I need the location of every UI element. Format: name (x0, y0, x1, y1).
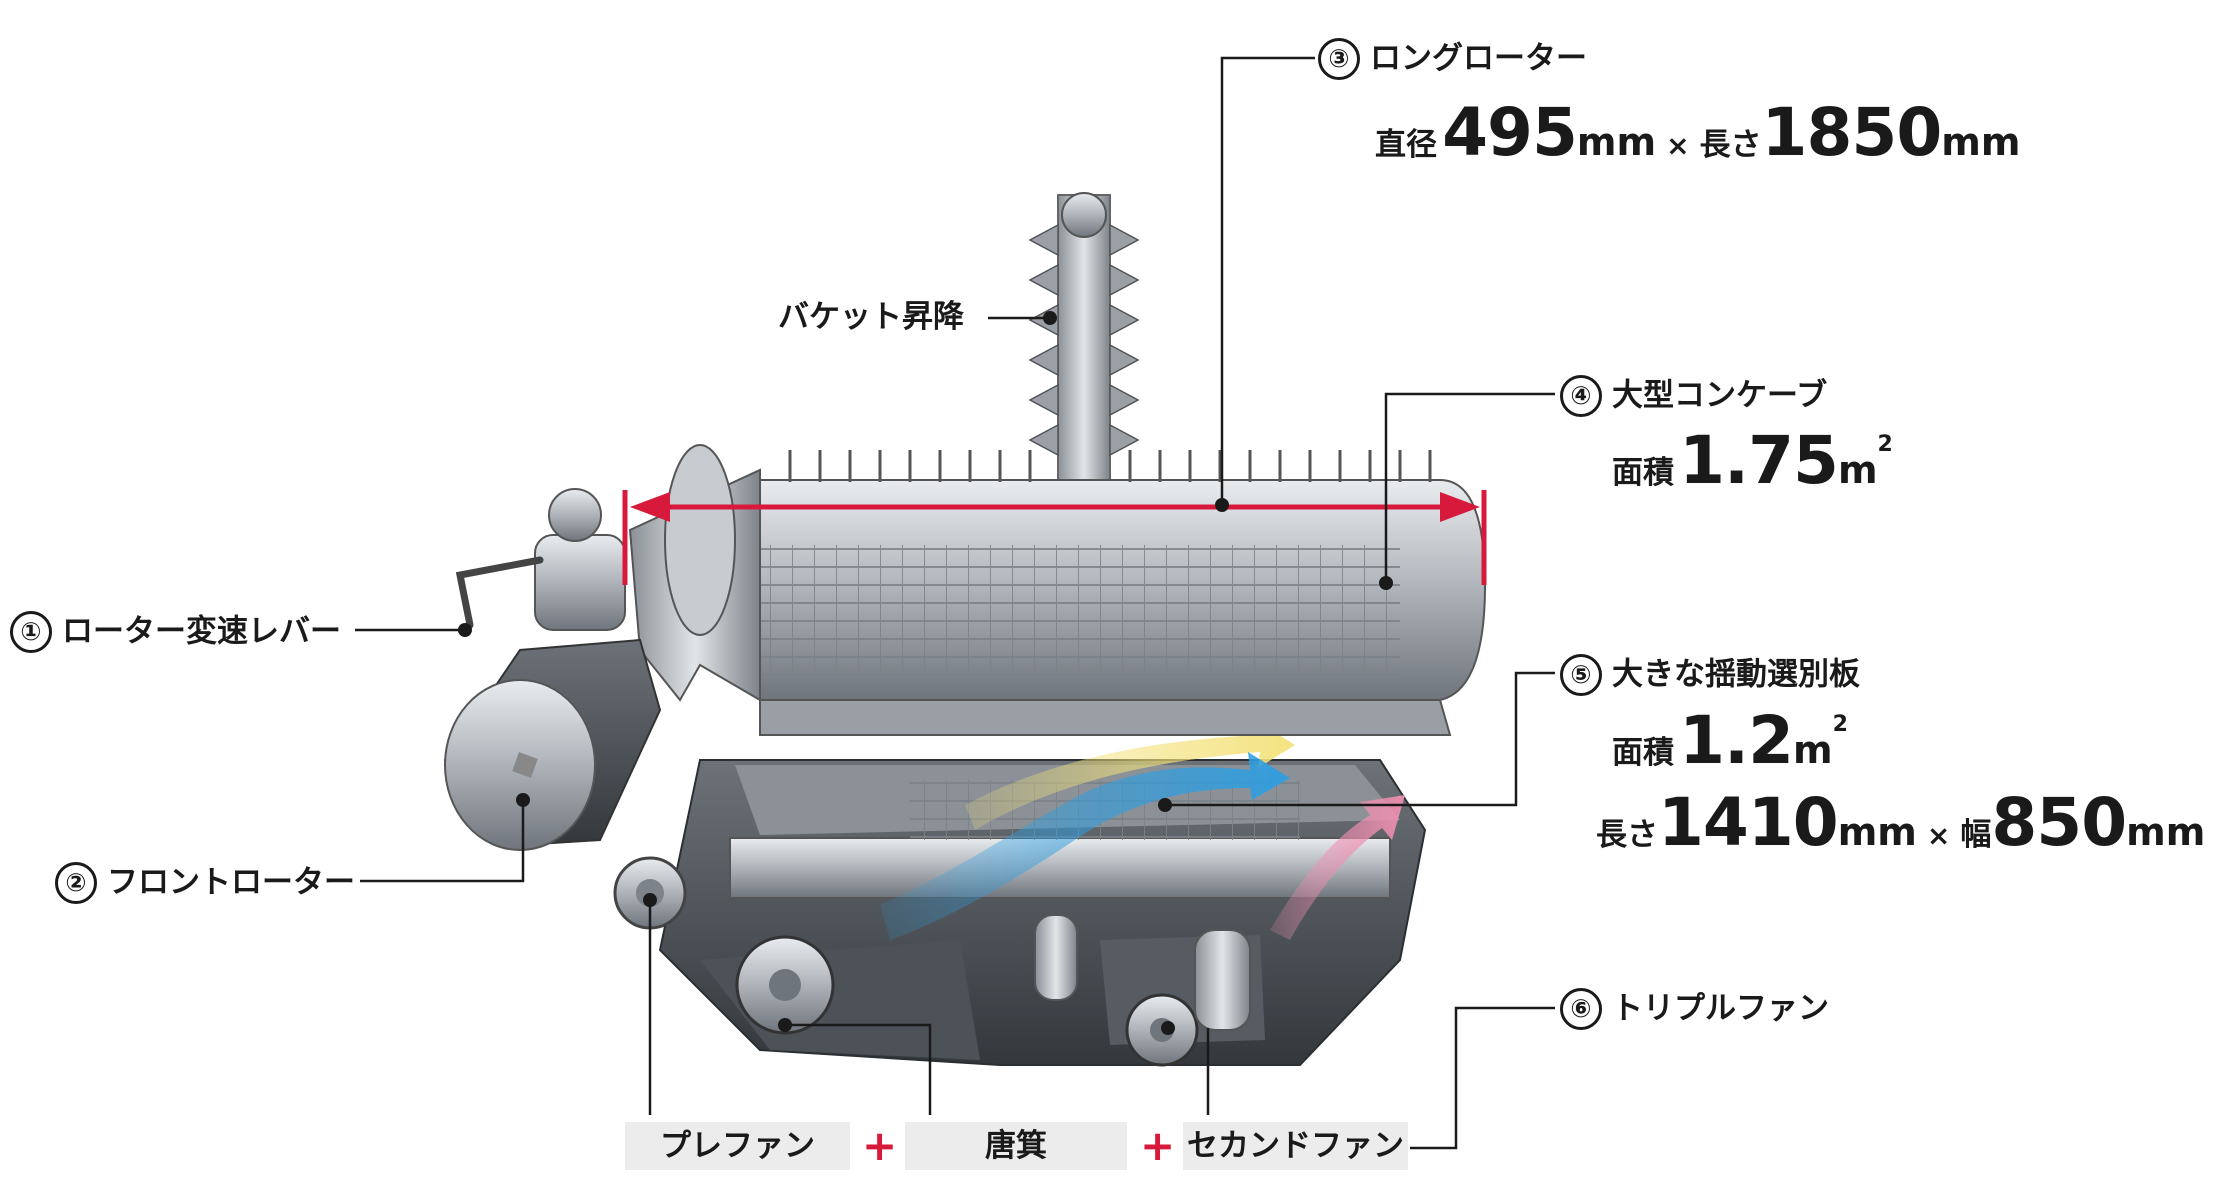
label-number: ⑥ (1560, 988, 1602, 1030)
spec-times: × (1926, 819, 1951, 852)
spec-sieve-area: 面積 1.2m2 (1612, 708, 1848, 774)
plus-sign: + (1140, 1121, 1176, 1170)
spec-area-sup: 2 (1832, 712, 1848, 737)
spec-diameter-label: 直径 (1375, 127, 1437, 163)
bucket-elevator (1028, 192, 1140, 481)
label-number: ① (10, 611, 52, 653)
label-number: ④ (1560, 375, 1602, 417)
spec-area-unit: m (1793, 728, 1833, 772)
label-rotor-lever: ① ローター変速レバー (10, 611, 341, 653)
label-triple-fan: ⑥ トリプルファン (1560, 988, 1829, 1030)
spec-area-value: 1.2 (1679, 702, 1794, 779)
label-concave: ④ 大型コンケーブ (1560, 375, 1827, 417)
spec-area-label: 面積 (1612, 735, 1674, 771)
spec-length-label: 長さ (1596, 817, 1658, 853)
spec-area-sup: 2 (1877, 432, 1893, 457)
label-sieve: ⑤ 大きな揺動選別板 (1560, 654, 1860, 696)
plus-sign: + (862, 1121, 898, 1170)
spec-area-label: 面積 (1612, 455, 1674, 491)
spec-concave: 面積 1.75m2 (1612, 428, 1893, 494)
spec-width-label: 幅 (1960, 817, 1992, 853)
label-number: ⑤ (1560, 654, 1602, 696)
label-number: ② (55, 862, 97, 904)
rotor-cone (628, 444, 761, 702)
label-bucket-elevator: バケット昇降 (778, 299, 964, 335)
spec-long-rotor: 直径 495mm×長さ1850mm (1375, 100, 2020, 166)
spec-sieve-size: 長さ1410mm×幅850mm (1596, 790, 2205, 856)
leader-lines (355, 56, 1555, 1150)
label-text: 大きな揺動選別板 (1612, 656, 1860, 693)
spec-area-unit: m (1837, 448, 1878, 492)
spec-area-value: 1.75 (1679, 422, 1839, 499)
spec-length-unit: mm (1941, 120, 2021, 164)
spec-diameter-value: 495 (1442, 94, 1578, 171)
label-text: ローター変速レバー (62, 613, 341, 650)
spec-width-unit: mm (2126, 810, 2206, 854)
spec-diameter-unit: mm (1576, 120, 1657, 164)
length-dimension-arrow (622, 490, 1487, 585)
spec-width-value: 850 (1991, 784, 2127, 861)
label-text: 大型コンケーブ (1612, 377, 1828, 414)
leader-dots (458, 311, 1393, 1035)
front-rotor (443, 638, 662, 851)
label-text: トリプルファン (1612, 990, 1829, 1027)
spec-length-value: 1850 (1761, 94, 1943, 171)
fan-box-winnower: 唐箕 (905, 1122, 1127, 1170)
label-text: ロングローター (1370, 40, 1587, 77)
spec-times: × (1666, 129, 1690, 162)
label-long-rotor: ③ ロングローター (1318, 38, 1587, 80)
spec-length-unit: mm (1837, 810, 1917, 854)
label-text: フロントローター (107, 864, 355, 901)
spec-length-value: 1410 (1658, 784, 1839, 861)
airflow-arrows (880, 720, 1405, 940)
fan-box-second-fan: セカンドファン (1183, 1122, 1408, 1170)
label-number: ③ (1318, 38, 1360, 80)
label-front-rotor: ② フロントローター (55, 862, 355, 904)
rotor-lever-gearbox (455, 488, 626, 631)
long-rotor-drum (759, 450, 1487, 736)
spec-length-label: 長さ (1699, 127, 1762, 163)
fan-box-pre-fan: プレファン (625, 1122, 850, 1170)
